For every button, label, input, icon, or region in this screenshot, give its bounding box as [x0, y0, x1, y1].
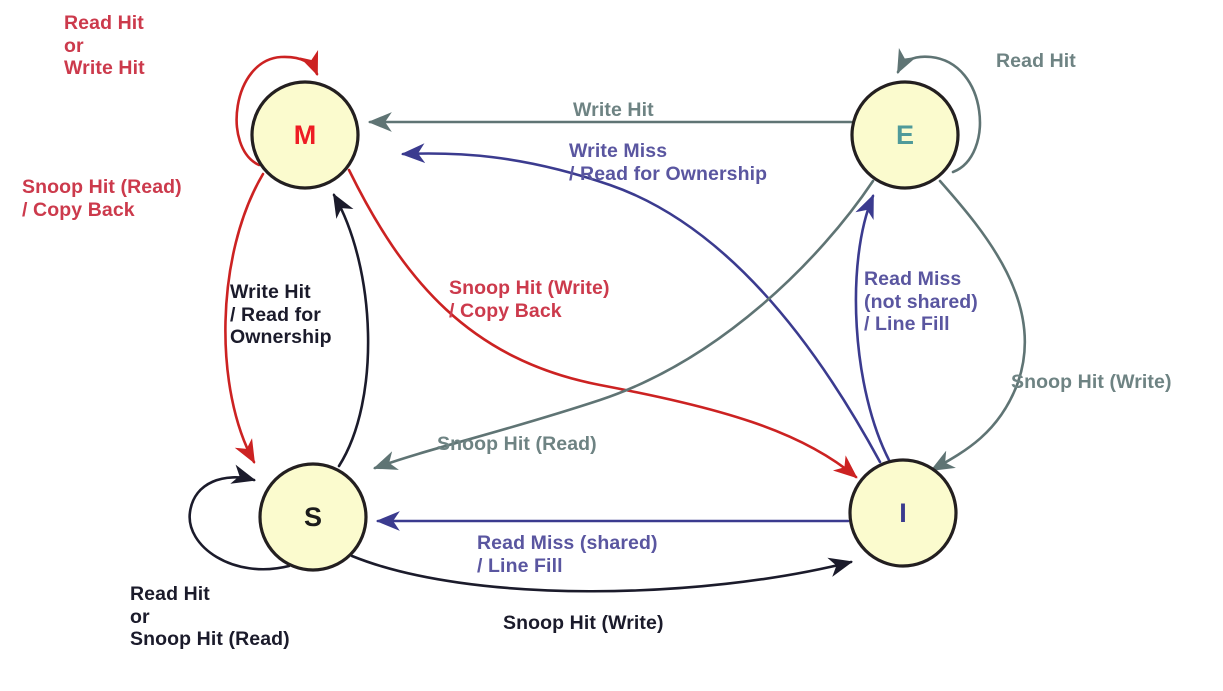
state-label-S: S	[304, 502, 322, 532]
edge-label-m-to-i: Snoop Hit (Write)/ Copy Back	[449, 277, 610, 322]
state-node-S[interactable]: S	[258, 462, 368, 572]
edge-i-to-e	[854, 194, 892, 464]
state-node-M[interactable]: M	[250, 80, 360, 190]
edge-label-e-self: Read Hit	[996, 50, 1076, 73]
edge-label-line: Read Miss	[864, 268, 962, 290]
edge-e-to-s	[373, 179, 875, 470]
edge-label-line: Snoop Hit (Write)	[503, 612, 664, 634]
edge-label-i-to-s: Read Miss (shared)/ Line Fill	[477, 532, 658, 577]
edge-label-line: Read Hit	[64, 12, 144, 34]
edge-label-line: Ownership	[230, 326, 332, 349]
edge-label-line: / Copy Back	[22, 198, 135, 221]
edge-label-m-to-s: Snoop Hit (Read)/ Copy Back	[22, 176, 182, 221]
edge-label-line: (not shared)	[864, 290, 978, 313]
edge-e-self	[896, 48, 982, 174]
edge-label-line: / Read for Ownership	[569, 162, 768, 185]
edge-s-to-i	[350, 554, 854, 593]
edge-label-line: Write Hit	[64, 57, 145, 80]
edge-label-line: / Copy Back	[449, 299, 562, 322]
edge-label-line: Snoop Hit (Read)	[437, 433, 597, 455]
edge-label-line: Snoop Hit (Read)	[22, 176, 182, 198]
state-label-I: I	[899, 498, 907, 528]
edge-label-line: Read Miss (shared)	[477, 532, 658, 554]
edge-label-line: Snoop Hit (Write)	[1011, 371, 1172, 393]
edge-label-e-to-s: Snoop Hit (Read)	[437, 433, 597, 456]
edge-s-to-m	[332, 193, 370, 468]
edge-m-self	[235, 50, 319, 167]
edge-label-line: Snoop Hit (Read)	[130, 628, 290, 651]
edge-label-line: Snoop Hit (Write)	[449, 277, 610, 299]
edge-label-line: Write Hit	[230, 281, 311, 303]
edge-label-line: Read Hit	[996, 50, 1076, 72]
edge-label-line: Write Miss	[569, 140, 668, 162]
edge-label-line: / Line Fill	[864, 313, 950, 336]
state-node-E[interactable]: E	[850, 80, 960, 190]
edge-m-to-s	[224, 172, 265, 464]
edge-label-line: Write Hit	[573, 99, 654, 121]
edge-label-line: or	[130, 605, 150, 628]
state-label-E: E	[896, 120, 914, 150]
edge-label-s-to-i: Snoop Hit (Write)	[503, 612, 664, 635]
edge-s-self	[188, 464, 291, 571]
edge-label-line: / Read for	[230, 303, 321, 326]
state-label-M: M	[294, 120, 317, 150]
edge-label-line: or	[64, 34, 84, 57]
edge-label-line: Read Hit	[130, 583, 210, 605]
state-node-I[interactable]: I	[848, 458, 958, 568]
edge-m-to-i	[347, 168, 858, 479]
edge-label-i-to-e: Read Miss(not shared)/ Line Fill	[864, 268, 978, 336]
edge-e-to-i	[930, 179, 1027, 472]
edge-i-to-m	[400, 143, 882, 464]
edge-label-i-to-m: Write Miss/ Read for Ownership	[569, 140, 767, 185]
edge-label-e-to-m: Write Hit	[573, 99, 654, 122]
edge-label-line: / Line Fill	[477, 554, 563, 577]
edge-label-e-to-i: Snoop Hit (Write)	[1011, 371, 1172, 394]
